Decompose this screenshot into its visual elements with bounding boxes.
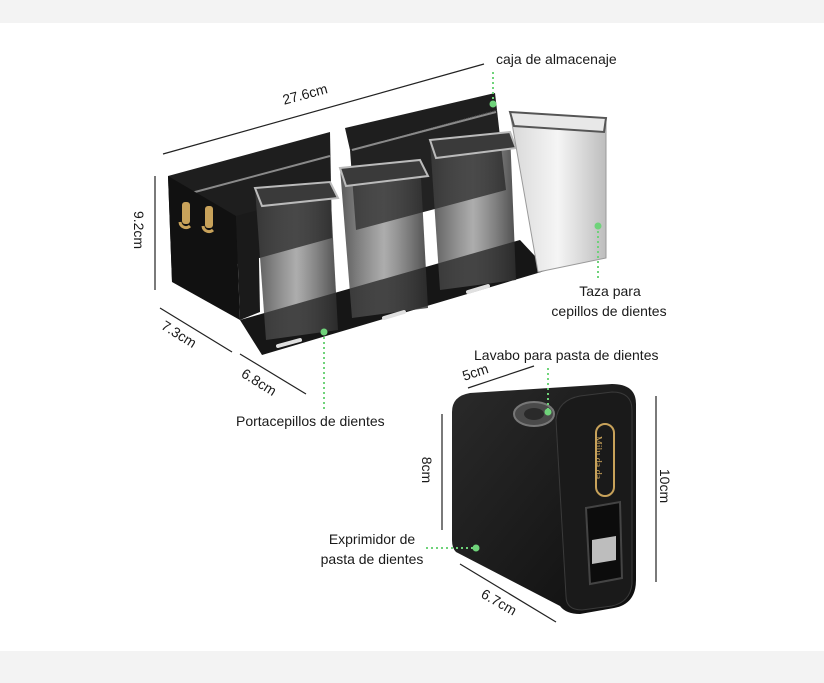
cup-label-line1: Taza para — [579, 283, 641, 299]
rack-height-dim: 9.2cm — [131, 210, 148, 250]
callout-markers — [323, 72, 599, 549]
storage-box-label: caja de almacenaje — [496, 51, 617, 67]
callout-dots — [320, 100, 602, 552]
dispenser-height-left-dim: 8cm — [419, 456, 436, 484]
brand-plate-text: Milu da da — [592, 435, 604, 480]
cup — [428, 130, 518, 290]
dimension-lines — [154, 63, 657, 623]
squeezer-label-line1: Exprimidor de — [328, 531, 416, 547]
brand-plate — [595, 423, 615, 497]
rack-back-right — [345, 93, 497, 150]
dispenser-height-right-dim: 10cm — [657, 468, 674, 504]
cup-clear — [508, 110, 608, 273]
hook — [182, 202, 190, 224]
hook — [205, 206, 213, 228]
squeezer-label-line2: pasta de dientes — [320, 551, 424, 567]
cup — [338, 158, 430, 318]
toothbrush-holder-label: Portacepillos de dientes — [236, 413, 385, 429]
cup — [253, 180, 340, 340]
cup-label-line2: cepillos de dientes — [551, 303, 667, 319]
toothbrush-rack — [168, 93, 608, 355]
paste-basin-label: Lavabo para pasta de dientes — [474, 347, 659, 363]
toothpaste-dispenser — [452, 384, 636, 614]
